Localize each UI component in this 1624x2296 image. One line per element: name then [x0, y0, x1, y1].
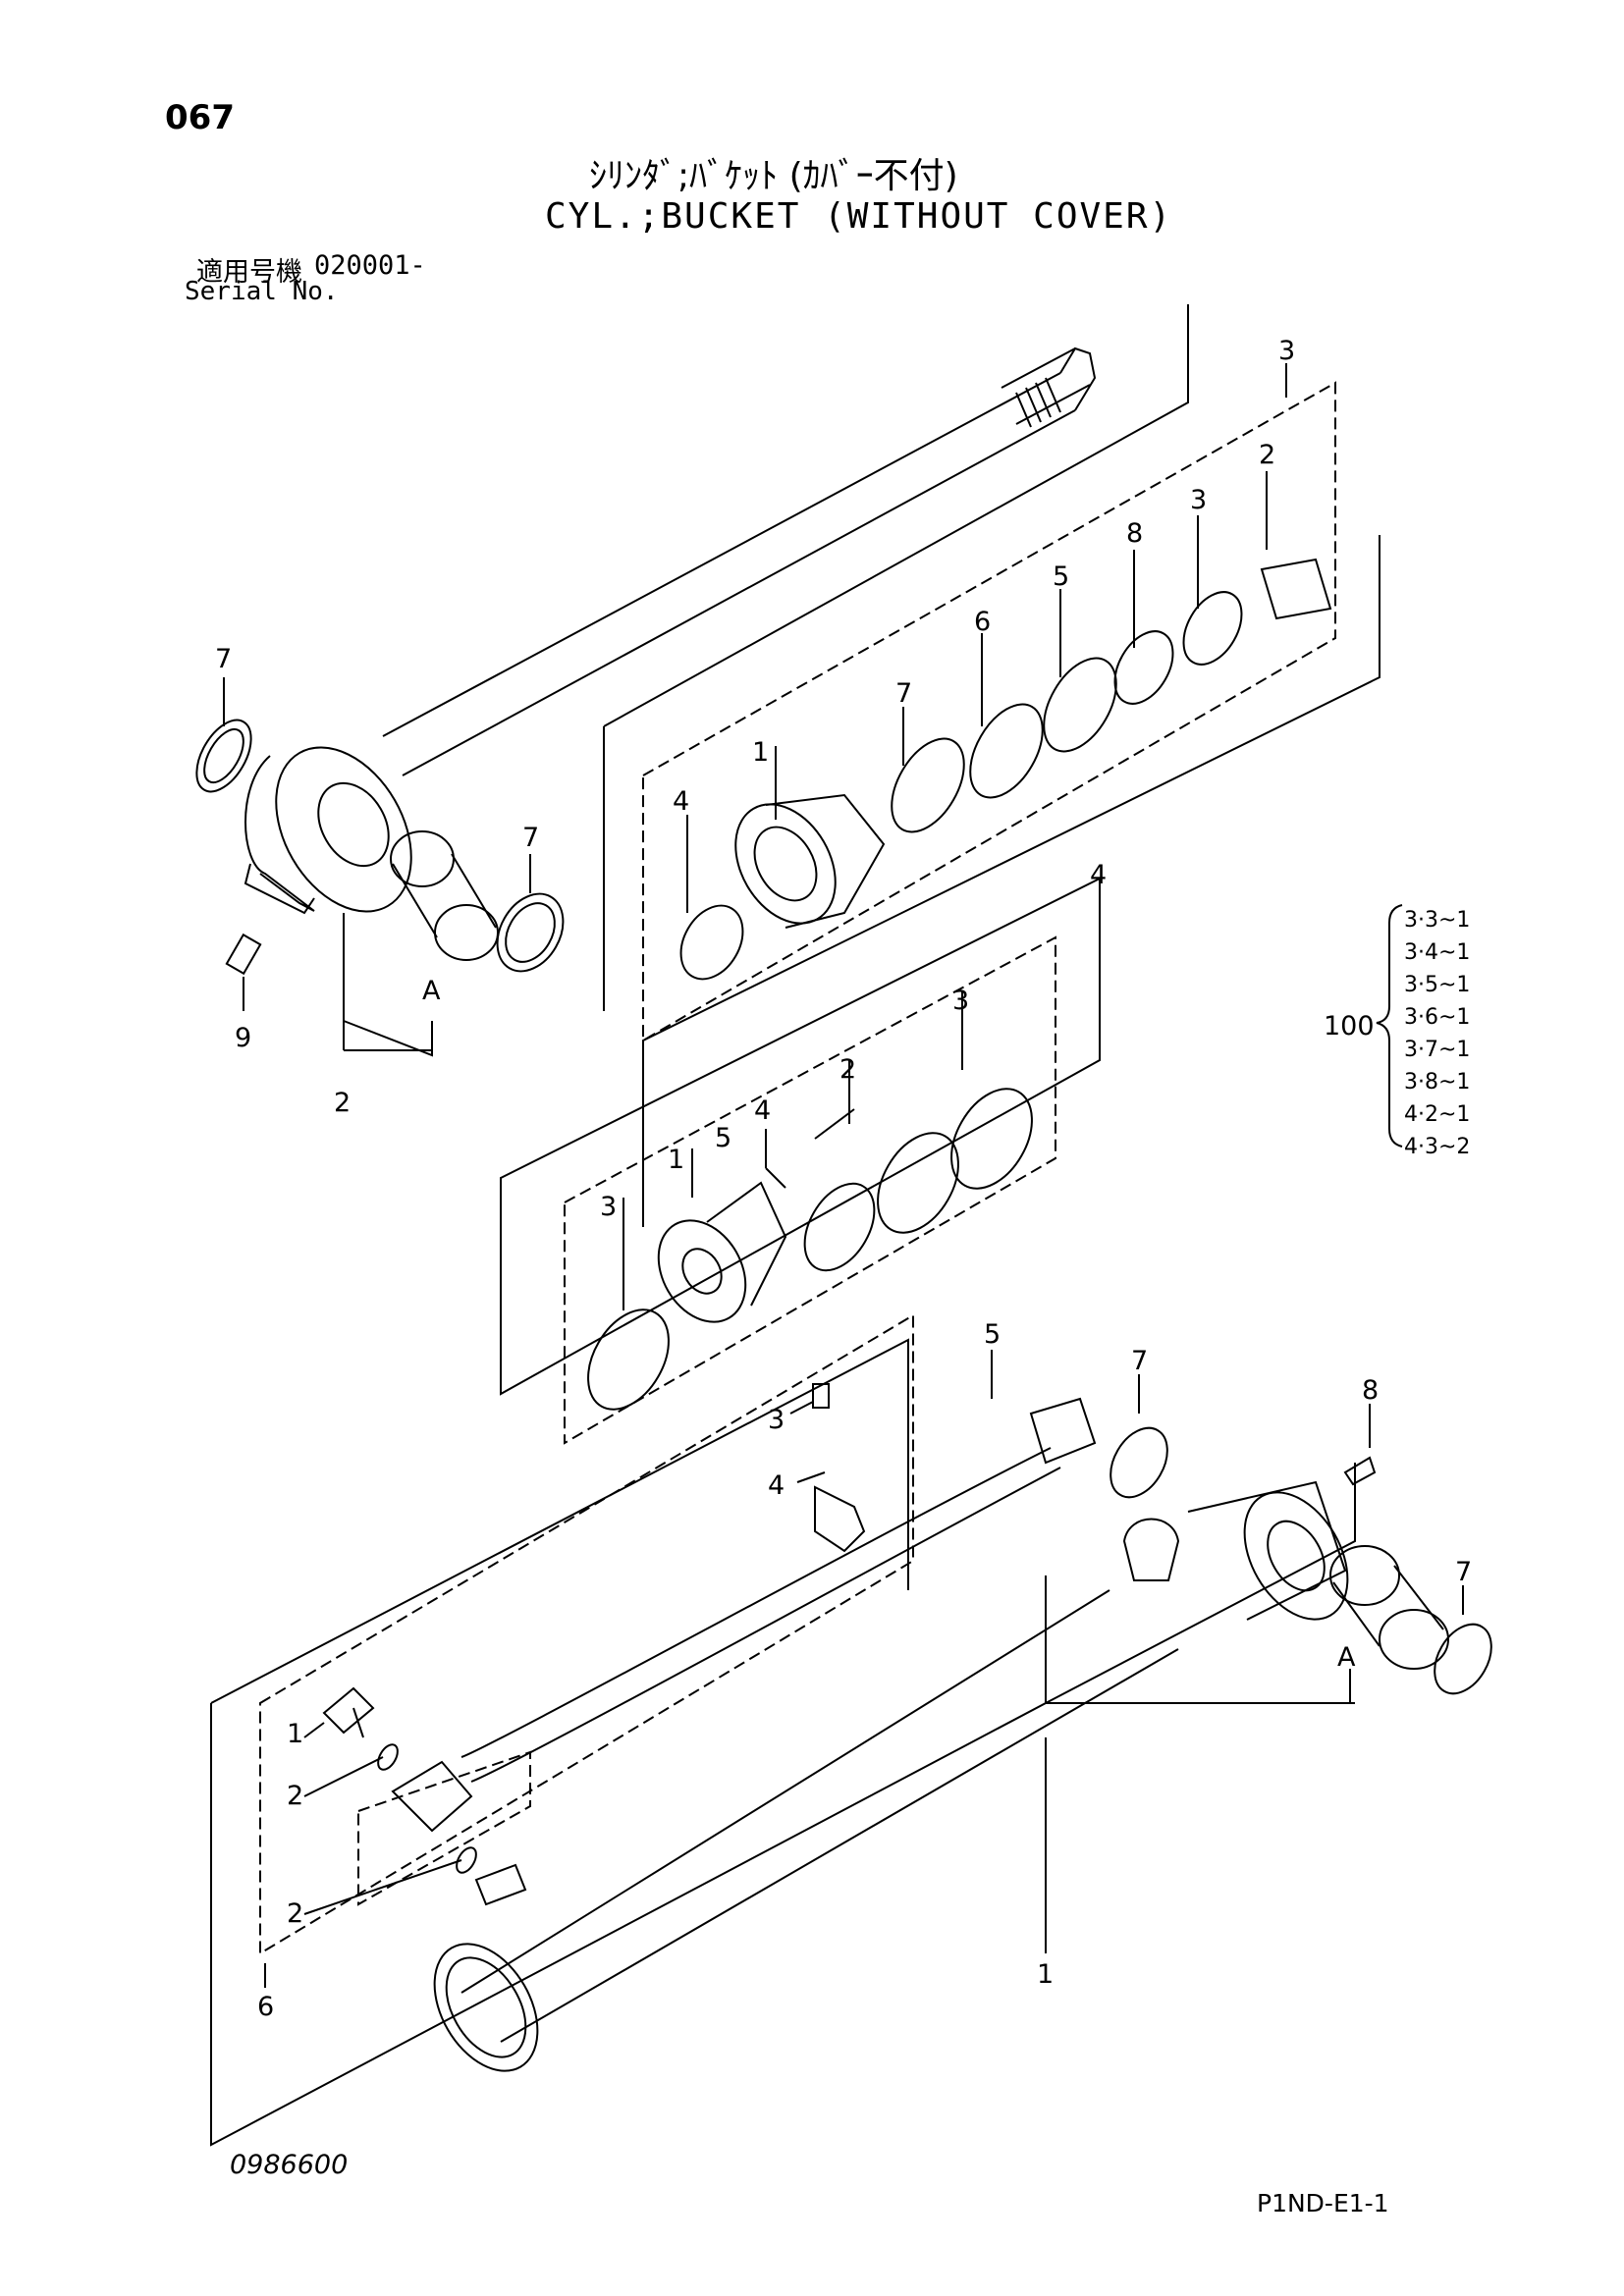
serial-label-english: Serial No.: [185, 277, 339, 306]
callout: 5: [984, 1319, 1001, 1350]
callout: 3: [1278, 336, 1295, 366]
kit3-ring-7: [891, 737, 965, 833]
tube-dust-ring-right: [1434, 1623, 1492, 1695]
tube-bolt-3: [812, 1383, 830, 1409]
callout: 1: [668, 1145, 684, 1175]
title-english: CYL.;BUCKET (WITHOUT COVER): [545, 196, 1173, 237]
callout: 5: [1053, 561, 1069, 592]
kit4-dashed-frame: [564, 935, 1056, 1445]
serial-value: 020001-: [314, 250, 426, 281]
callout: 1: [1037, 1959, 1054, 1990]
drawing-number: 0986600: [230, 2150, 349, 2180]
tube-oring-2b: [456, 1846, 477, 1874]
rod-dust-ring: [496, 892, 565, 973]
rod-grease-nipple: [225, 933, 262, 976]
cylinder-tube: [433, 1589, 1179, 2072]
kit-number-label: 100: [1324, 1011, 1375, 1041]
kit-item: 3·8~1: [1404, 1070, 1471, 1095]
tube-bushing: [1329, 1545, 1449, 1670]
callout: 6: [974, 607, 991, 637]
tube-pipe: [460, 1397, 1097, 1783]
callout: 1: [752, 737, 769, 768]
callout: 3: [600, 1192, 617, 1222]
tube-leader-lines: [264, 1350, 1464, 1988]
callout: 7: [1455, 1557, 1472, 1587]
kit-item: 3·6~1: [1404, 1005, 1471, 1030]
tube-port-boss: [1122, 1518, 1180, 1581]
callout: 8: [1126, 518, 1143, 549]
callout: 1: [287, 1719, 303, 1749]
kit3-frame: [603, 304, 1380, 1227]
tube-dust-ring-top: [1110, 1426, 1168, 1499]
callout: 4: [754, 1095, 771, 1126]
kit4-ring-3a: [587, 1308, 670, 1411]
rod-seal-ring: [195, 719, 252, 793]
callout: 4: [673, 786, 689, 817]
kit-item: 4·3~2: [1404, 1135, 1471, 1159]
title-japanese: ｼﾘﾝﾀﾞ;ﾊﾞｹｯﾄ (ｶﾊﾞｰ不付): [589, 156, 958, 196]
callout: 2: [287, 1781, 303, 1811]
callout: 8: [1362, 1375, 1379, 1406]
rod-bushing: [390, 830, 499, 961]
callout: 9: [235, 1023, 251, 1053]
kit4-piston: [657, 1219, 747, 1323]
kit-brace: [1376, 904, 1403, 1148]
callout: 6: [257, 1992, 274, 2022]
tube-grease-nipple: [1343, 1456, 1377, 1486]
kit3-ring-5: [1043, 657, 1117, 753]
tube-oring-2a: [377, 1743, 399, 1771]
kit-item: 3·7~1: [1404, 1038, 1471, 1062]
piston-rod: [382, 347, 1097, 776]
callout: 7: [215, 644, 232, 674]
callout: A: [1337, 1642, 1356, 1673]
tube-small-dashed-frame: [357, 1750, 531, 1906]
rod-eye: [244, 746, 412, 915]
kit-leader-lines: [623, 363, 1287, 1310]
callout: 5: [715, 1123, 731, 1153]
callout: 3: [952, 986, 969, 1016]
callout: 2: [287, 1898, 303, 1929]
kit3-dashed-frame: [642, 381, 1336, 1042]
kit3-ring-3: [1182, 591, 1243, 666]
kit-item: 4·2~1: [1404, 1102, 1471, 1127]
kit4-ring-2b: [877, 1132, 959, 1234]
kit-item: 3·4~1: [1404, 940, 1471, 965]
kit3-bushing-2: [1260, 558, 1332, 620]
callout: 4: [768, 1470, 785, 1501]
kit4-frame: [500, 877, 1101, 1396]
page-number: 067: [165, 98, 235, 137]
callout: 7: [522, 823, 539, 853]
callout: 4: [1090, 860, 1107, 890]
tube-fitting-1: [322, 1686, 375, 1738]
callout: 7: [895, 678, 912, 709]
kit3-ring-8: [1113, 630, 1174, 705]
rod-leader-lines: [223, 677, 531, 1057]
callout: 3: [1190, 485, 1207, 515]
tube-frame: [210, 1338, 1356, 2147]
tube-eye: [1187, 1480, 1349, 1621]
serial-label-japanese: 適用号機: [196, 257, 302, 288]
callout: 2: [334, 1088, 351, 1118]
kit4-seal-2: [803, 1182, 876, 1272]
callout: 2: [839, 1054, 856, 1085]
tube-dashed-frame: [259, 1313, 914, 1955]
kit-item: 3·3~1: [1404, 908, 1471, 933]
tube-fitting-cap: [391, 1760, 473, 1833]
tube-elbow-fitting: [474, 1863, 527, 1906]
kit4-ring-3b: [950, 1088, 1033, 1190]
callout: 3: [768, 1405, 785, 1435]
kit3-gland: [734, 803, 837, 925]
callout: A: [422, 976, 441, 1006]
kit-item: 3·5~1: [1404, 973, 1471, 997]
callout: 7: [1131, 1346, 1148, 1376]
tube-pipe-clamp: [814, 1485, 866, 1553]
kit3-ring-6: [969, 703, 1044, 799]
callout: 2: [1259, 440, 1275, 470]
page-code: P1ND-E1-1: [1257, 2189, 1389, 2217]
